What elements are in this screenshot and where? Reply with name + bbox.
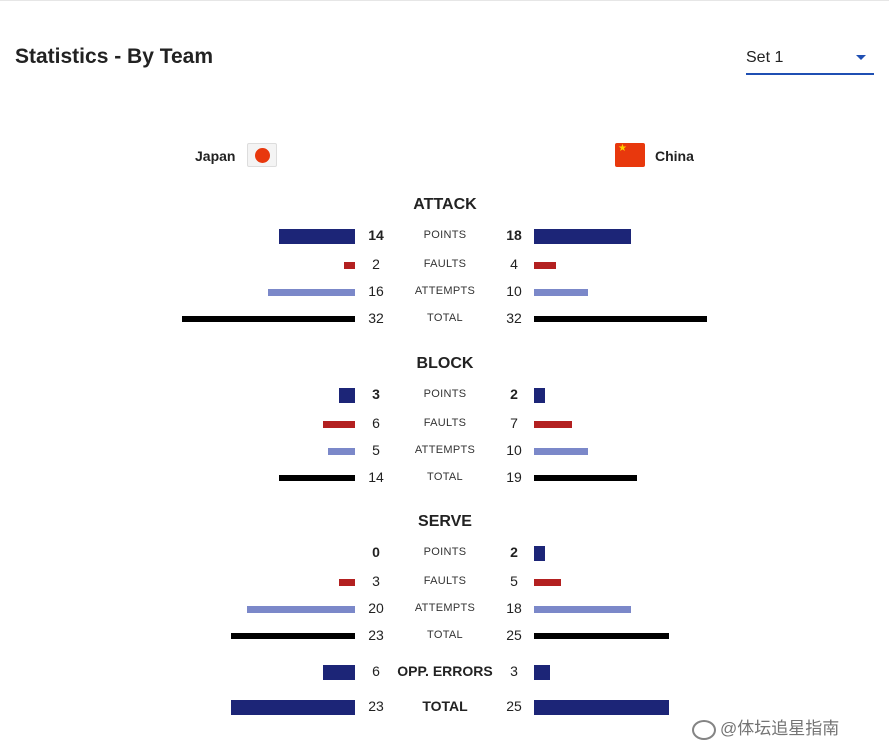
home-bar — [328, 447, 355, 455]
home-team-name: Japan — [195, 148, 236, 164]
away-value: 3 — [510, 663, 518, 679]
away-bar — [534, 664, 550, 680]
away-value: 4 — [510, 256, 518, 272]
stat-label: OPP. ERRORS — [397, 663, 493, 679]
away-value: 32 — [506, 310, 522, 326]
stat-label: TOTAL — [427, 629, 463, 641]
away-value: 2 — [510, 386, 518, 402]
away-bar — [534, 605, 631, 613]
away-value: 25 — [506, 627, 522, 643]
japan-flag-icon — [247, 143, 277, 167]
home-value: 14 — [368, 227, 384, 243]
home-value: 20 — [368, 600, 384, 616]
home-value: 32 — [368, 310, 384, 326]
away-bar — [534, 288, 588, 296]
home-bar — [339, 387, 355, 403]
stat-label: ATTEMPTS — [414, 602, 476, 614]
home-value: 23 — [368, 627, 384, 643]
away-value: 19 — [506, 469, 522, 485]
home-bar — [339, 578, 355, 586]
away-bar — [534, 475, 637, 481]
stat-label: ATTEMPTS — [414, 444, 476, 456]
home-bar — [279, 475, 355, 481]
away-bar — [534, 420, 572, 428]
home-value: 5 — [372, 442, 380, 458]
away-bar — [534, 578, 561, 586]
home-value: 16 — [368, 283, 384, 299]
away-bar — [534, 447, 588, 455]
section-title: ATTACK — [413, 196, 477, 213]
home-bar — [344, 261, 355, 269]
away-bar — [534, 316, 707, 322]
stat-label: TOTAL — [427, 471, 463, 483]
home-value: 2 — [372, 256, 380, 272]
away-bar — [534, 261, 556, 269]
home-value: 6 — [372, 415, 380, 431]
page-title: Statistics - By Team — [15, 45, 214, 68]
away-value: 18 — [506, 227, 522, 243]
top-divider — [0, 0, 889, 1]
home-value: 14 — [368, 469, 384, 485]
set-select[interactable]: Set 1 — [746, 47, 874, 75]
set-select-value: Set 1 — [746, 49, 784, 66]
chevron-down-icon — [856, 55, 866, 60]
away-bar — [534, 228, 631, 244]
away-value: 10 — [506, 283, 522, 299]
home-bar — [279, 228, 355, 244]
stat-label: TOTAL — [422, 698, 468, 714]
home-value: 3 — [372, 573, 380, 589]
away-value: 25 — [506, 698, 522, 714]
stat-label: POINTS — [423, 229, 467, 241]
home-value: 3 — [372, 386, 380, 402]
home-bar — [323, 420, 355, 428]
stat-label: FAULTS — [423, 417, 467, 429]
watermark: @体坛追星指南 — [692, 714, 839, 740]
away-value: 5 — [510, 573, 518, 589]
away-value: 7 — [510, 415, 518, 431]
away-value: 18 — [506, 600, 522, 616]
away-bar — [534, 699, 669, 715]
stat-label: POINTS — [423, 546, 467, 558]
away-team-name: China — [655, 148, 694, 164]
home-bar — [231, 633, 355, 639]
away-value: 10 — [506, 442, 522, 458]
watermark-text: @体坛追星指南 — [720, 719, 840, 738]
home-value: 6 — [372, 663, 380, 679]
stat-label: ATTEMPTS — [414, 285, 476, 297]
away-bar — [534, 545, 545, 561]
china-flag-icon: ★ — [615, 143, 645, 167]
stat-label: TOTAL — [427, 312, 463, 324]
section-title: SERVE — [418, 513, 472, 530]
stat-label: FAULTS — [423, 575, 467, 587]
home-bar — [323, 664, 355, 680]
home-value: 0 — [372, 544, 380, 560]
home-value: 23 — [368, 698, 384, 714]
away-bar — [534, 633, 669, 639]
weibo-icon — [692, 719, 716, 740]
home-bar — [247, 605, 355, 613]
stat-label: FAULTS — [423, 258, 467, 270]
away-bar — [534, 387, 545, 403]
section-title: BLOCK — [416, 355, 474, 372]
home-bar — [182, 316, 355, 322]
home-bar — [231, 699, 355, 715]
home-bar — [268, 288, 355, 296]
away-value: 2 — [510, 544, 518, 560]
stat-label: POINTS — [423, 388, 467, 400]
